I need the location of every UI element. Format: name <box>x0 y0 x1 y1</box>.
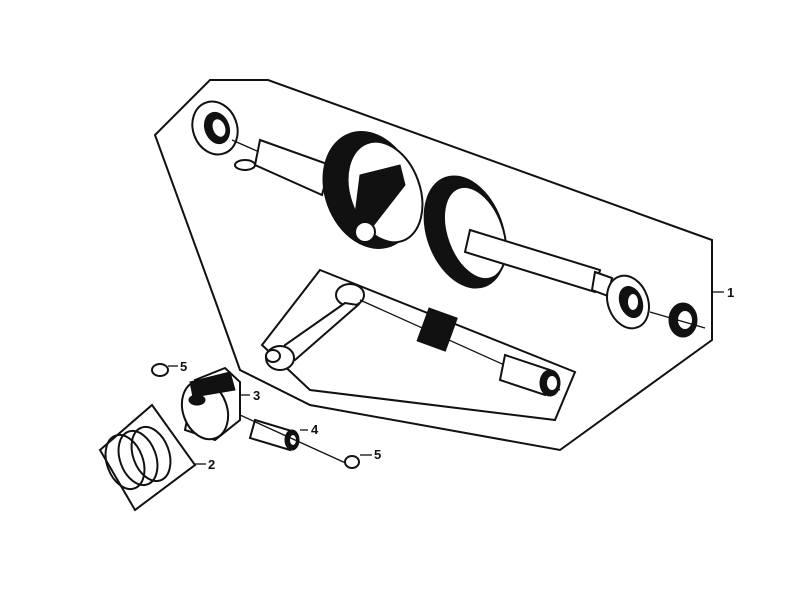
callout-3: 3 <box>253 388 260 403</box>
left-bearing <box>191 100 239 156</box>
crank-pin <box>498 353 561 397</box>
group-outline-1 <box>153 79 713 452</box>
connecting-rod <box>265 283 365 371</box>
callout-2: 2 <box>208 457 215 472</box>
right-crankshaft-half <box>423 175 614 298</box>
conrod-outline <box>260 268 577 422</box>
woodruff-key <box>234 159 256 171</box>
callout-1: 1 <box>727 285 734 300</box>
piston-clip <box>344 455 360 469</box>
callout-5a: 5 <box>180 359 187 374</box>
left-crankshaft-half <box>253 131 424 249</box>
piston <box>180 366 241 442</box>
piston-pin <box>248 418 300 452</box>
callout-5b: 5 <box>374 447 381 462</box>
right-bearing <box>606 274 650 330</box>
callout-4: 4 <box>311 422 319 437</box>
piston-ring-set <box>98 403 197 512</box>
timing-gear <box>668 302 698 338</box>
piston-clip <box>151 363 169 377</box>
needle-bearing <box>416 307 458 352</box>
